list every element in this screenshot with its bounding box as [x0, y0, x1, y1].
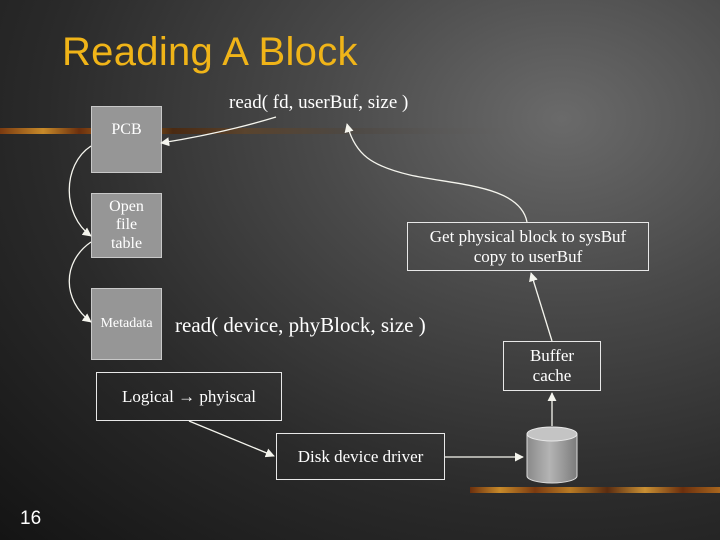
buffer-cache-box: Buffer cache	[503, 341, 601, 391]
arrow-get-physical-to-read	[344, 123, 528, 223]
logical-physical-box: Logical → phyiscal	[96, 372, 282, 421]
open-file-table-box: Open file table	[91, 193, 162, 258]
open-file-table-line-2: file	[115, 216, 138, 234]
metadata-box: Metadata	[91, 288, 162, 360]
disk-icon	[526, 426, 578, 484]
decorative-strip-bottom	[470, 487, 720, 493]
get-physical-line-2: copy to userBuf	[473, 246, 583, 266]
decorative-strip-top	[0, 128, 720, 134]
open-file-table-line-1: Open	[109, 197, 144, 215]
arrow-logical-to-disk-driver	[188, 420, 275, 458]
disk-device-driver-label: Disk device driver	[297, 446, 424, 466]
arrow-read-to-pcb	[160, 116, 277, 147]
pcb-box: PCB	[91, 106, 162, 173]
read-user-label: read( fd, userBuf, size )	[229, 92, 409, 113]
slide-title: Reading A Block	[62, 30, 358, 74]
open-file-table-line-3: table	[110, 234, 143, 252]
read-device-label: read( device, phyBlock, size )	[175, 313, 426, 337]
slide-number: 16	[20, 508, 42, 529]
arrow-open-file-table-to-metadata	[68, 241, 92, 323]
buffer-cache-line-2: cache	[532, 366, 572, 385]
buffer-cache-line-1: Buffer	[529, 346, 575, 366]
arrow-buffer-cache-to-get-physical	[529, 272, 553, 342]
disk-device-driver-box: Disk device driver	[276, 433, 445, 480]
logical-physical-label: Logical → phyiscal	[121, 386, 257, 406]
pcb-label: PCB	[111, 121, 142, 138]
get-physical-block-box: Get physical block to sysBuf copy to use…	[407, 222, 649, 271]
arrow-pcb-to-open-file-table	[68, 145, 92, 237]
get-physical-line-1: Get physical block to sysBuf	[429, 226, 627, 246]
metadata-label: Metadata	[100, 315, 153, 331]
